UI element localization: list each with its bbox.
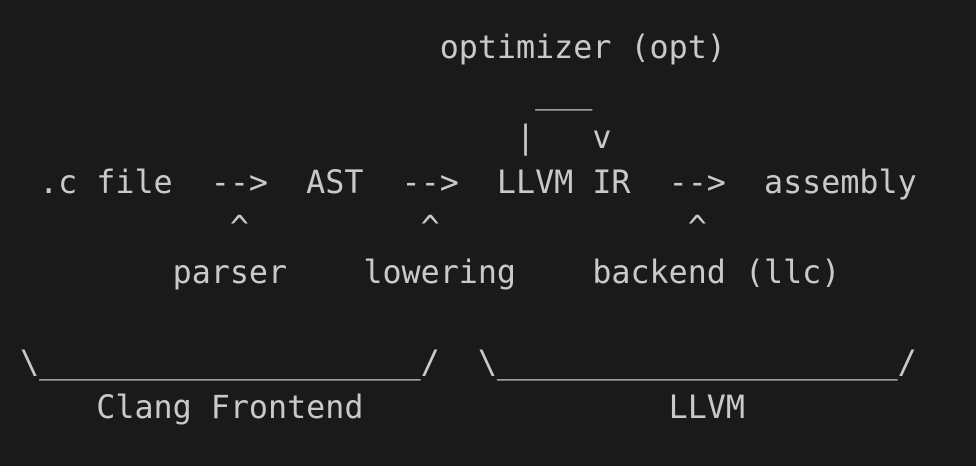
diagram-line-transform-labels: parser lowering backend (llc)	[20, 255, 841, 291]
diagram-line-pipeline-stages: .c file --> AST --> LLVM IR --> assembly	[20, 165, 917, 201]
ascii-compiler-pipeline-diagram: optimizer (opt) ___ | v .c file --> AST …	[20, 30, 976, 426]
diagram-line-underbraces: \____________________/ \________________…	[20, 345, 917, 381]
diagram-line-blank	[20, 296, 976, 341]
diagram-line-loop-arrows: | v	[20, 120, 612, 156]
diagram-line-optimizer-label: optimizer (opt)	[20, 30, 726, 66]
diagram-line-carets: ^ ^ ^	[20, 210, 707, 246]
diagram-line-loop-top: ___	[20, 75, 593, 111]
diagram-line-group-labels: Clang Frontend LLVM	[20, 390, 745, 426]
